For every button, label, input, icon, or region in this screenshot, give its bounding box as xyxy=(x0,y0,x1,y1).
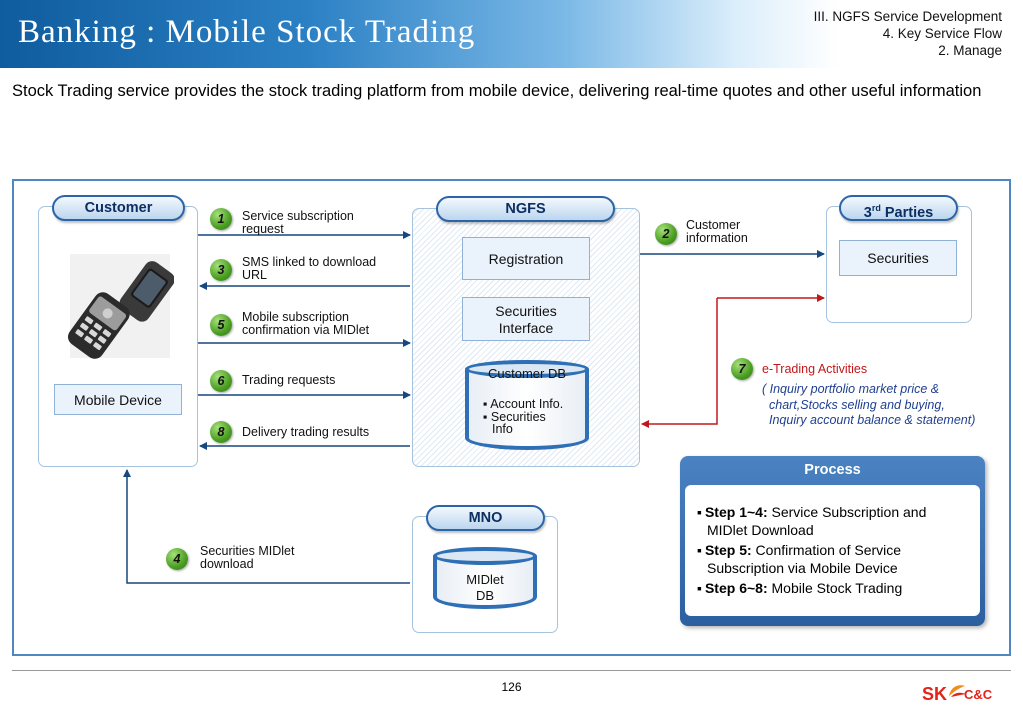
footer-divider xyxy=(12,670,1011,671)
midlet-db-label-1: MIDlet xyxy=(466,572,504,587)
step-7-badge: 7 xyxy=(731,358,753,380)
arrow-step-7 xyxy=(641,298,718,428)
customer-db-item: Securities xyxy=(490,409,546,424)
midlet-db-cylinder: MIDlet DB xyxy=(433,547,537,609)
process-body: Step 1~4: Service Subscription and MIDle… xyxy=(685,485,980,616)
process-item: Step 5: Confirmation of Service Subscrip… xyxy=(697,541,967,577)
securities-box: Securities xyxy=(839,240,957,276)
mobile-phone-image xyxy=(62,252,175,362)
step-5-badge: 5 xyxy=(210,314,232,336)
breadcrumb-subsection: 4. Key Service Flow xyxy=(882,26,1002,41)
page-number: 126 xyxy=(501,680,522,694)
customer-db-items: ▪ Account Info. ▪ Securities Info xyxy=(483,397,564,436)
midlet-db-label-2: DB xyxy=(475,588,495,603)
breadcrumb: III. NGFS Service Development 4. Key Ser… xyxy=(814,8,1002,59)
process-title: Process xyxy=(804,462,861,478)
process-box: Process Step 1~4: Service Subscription a… xyxy=(680,456,985,626)
intro-text: Stock Trading service provides the stock… xyxy=(12,82,982,100)
securities-interface-label-2: Interface xyxy=(498,320,554,336)
ngfs-pill: NGFS xyxy=(436,196,615,222)
step-8-label: Delivery trading results xyxy=(242,425,370,439)
step-7-detail: ( Inquiry portfolio market price & chart… xyxy=(762,382,976,427)
registration-box: Registration xyxy=(462,237,590,280)
title-banner: Banking : Mobile Stock Trading III. NGFS… xyxy=(0,0,1023,68)
step-1-badge: 1 xyxy=(210,208,232,230)
step-8-badge: 8 xyxy=(210,421,232,443)
breadcrumb-section: III. NGFS Service Development xyxy=(813,9,1002,24)
process-item: Step 1~4: Service Subscription and MIDle… xyxy=(697,503,967,539)
process-item: Step 6~8: Mobile Stock Trading xyxy=(697,579,967,597)
arrow-step-4 xyxy=(123,469,410,584)
breadcrumb-item: 2. Manage xyxy=(938,43,1002,58)
securities-interface-box: Securities Interface xyxy=(462,297,590,341)
customer-db-cylinder: Customer DB ▪ Account Info. ▪ Securities… xyxy=(465,360,589,450)
mno-pill: MNO xyxy=(426,505,545,531)
page-title: Banking : Mobile Stock Trading xyxy=(18,14,476,50)
customer-db-title: Customer DB xyxy=(487,366,567,381)
process-list: Step 1~4: Service Subscription and MIDle… xyxy=(697,503,967,599)
diagram-frame xyxy=(12,179,1011,656)
step-7-title: e-Trading Activities xyxy=(762,362,868,376)
customer-db-item: Account Info. xyxy=(490,397,564,411)
butterfly-icon xyxy=(949,685,966,697)
securities-interface-label-1: Securities xyxy=(495,303,557,319)
step-3-badge: 3 xyxy=(210,259,232,281)
company-logo: SK C&C xyxy=(922,684,993,704)
mobile-device-box: Mobile Device xyxy=(54,384,182,415)
step-6-badge: 6 xyxy=(210,370,232,392)
step-2-badge: 2 xyxy=(655,223,677,245)
step-6-label: Trading requests xyxy=(242,373,336,387)
customer-pill: Customer xyxy=(52,195,185,221)
third-parties-pill: 3rd Parties xyxy=(839,195,958,221)
customer-db-item: Info xyxy=(492,422,513,436)
step-4-badge: 4 xyxy=(166,548,188,570)
